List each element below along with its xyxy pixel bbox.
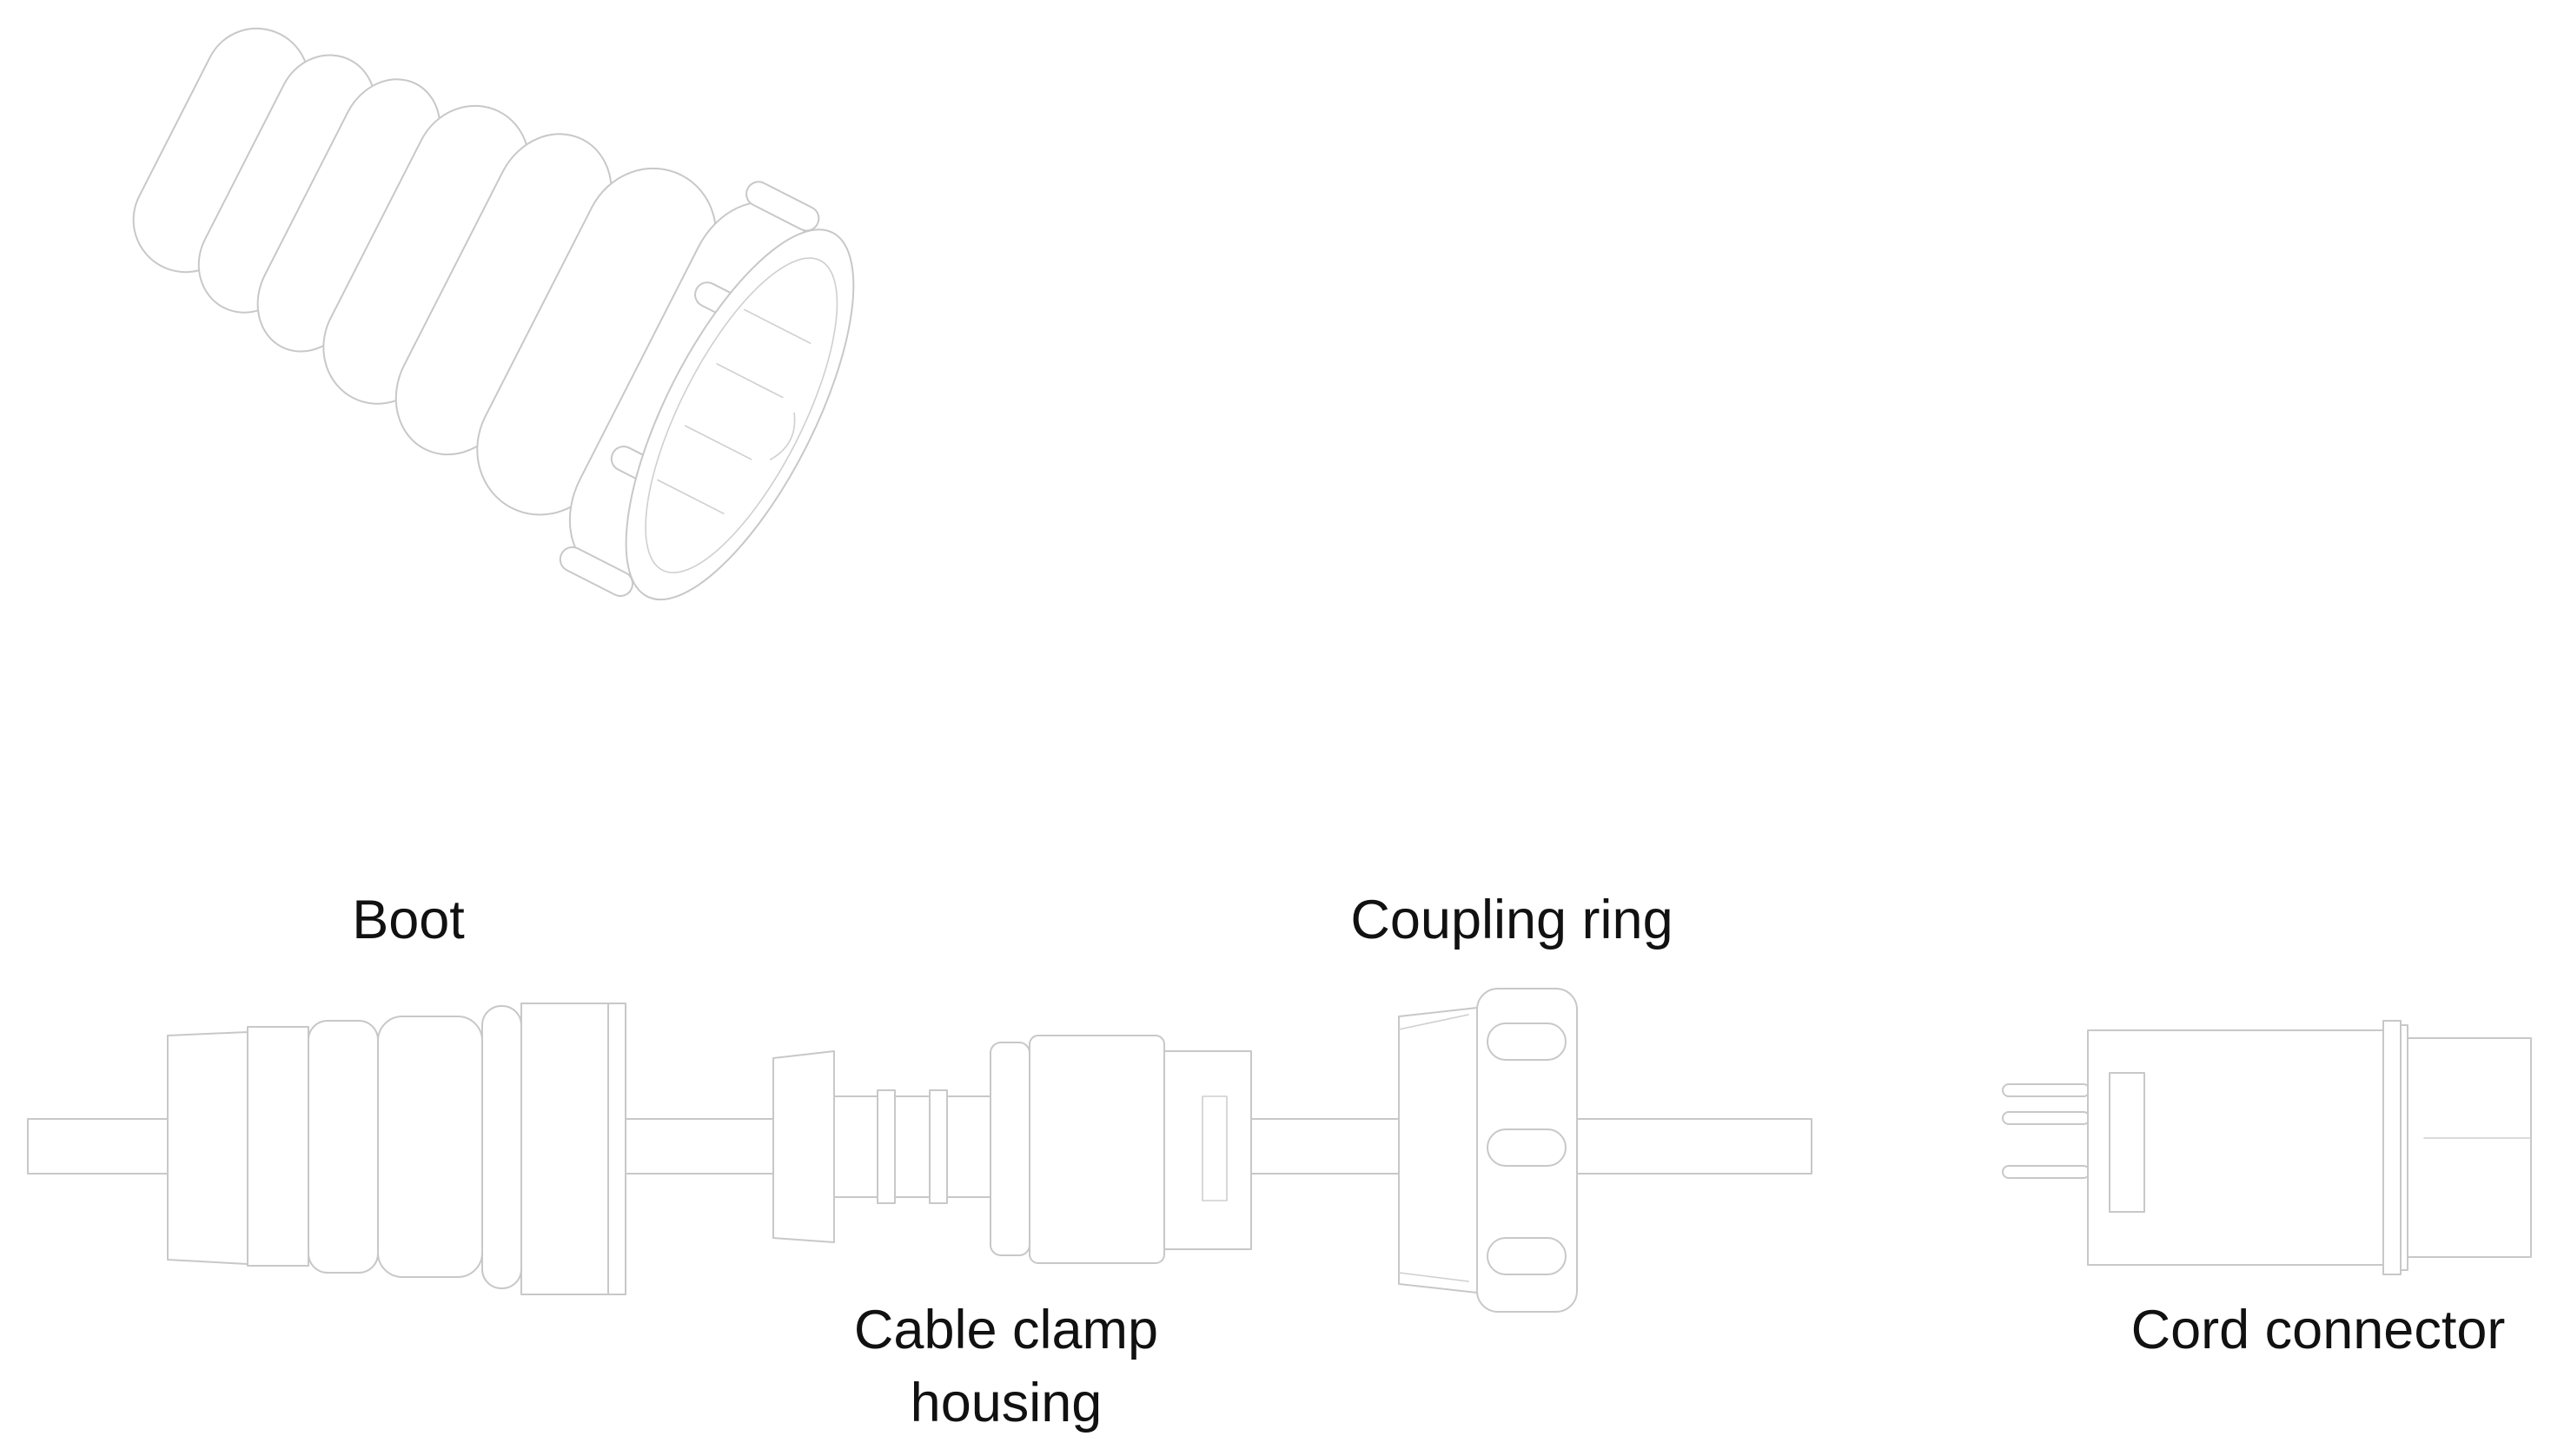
coupling-ring-label: Coupling ring (1350, 890, 1673, 950)
cord-connector-part (2002, 1020, 2532, 1275)
coupling-ring-part (1398, 988, 1578, 1313)
assembled-connector-illustration (132, 27, 855, 601)
boot-label: Boot (352, 890, 465, 950)
boot-part (167, 1003, 626, 1295)
cord-connector-label: Cord connector (2131, 1300, 2506, 1360)
cable-clamp-housing-part (772, 1035, 1252, 1264)
exploded-cable (27, 1118, 1812, 1175)
cable-clamp-housing-label-line2: housing (911, 1373, 1103, 1433)
cable-clamp-housing-label-line1: Cable clamp (854, 1300, 1158, 1360)
